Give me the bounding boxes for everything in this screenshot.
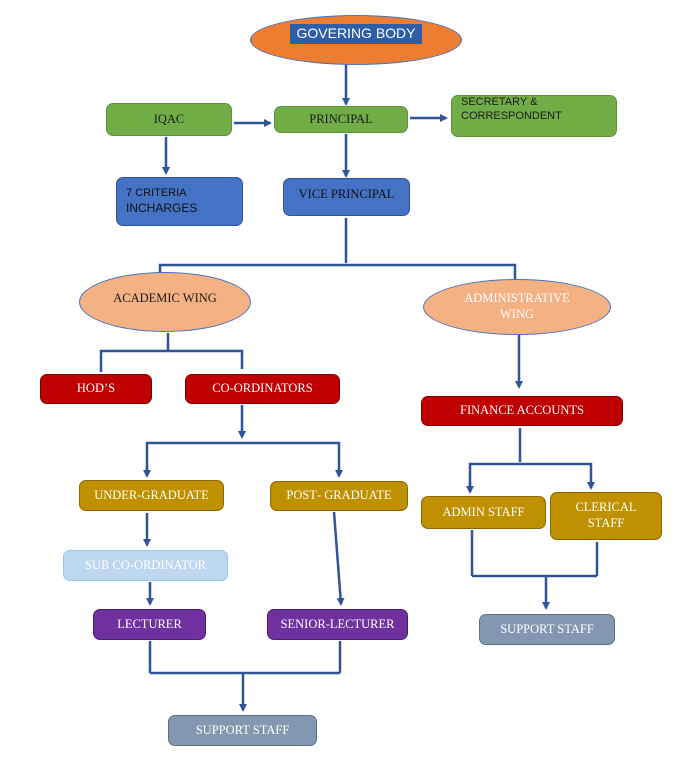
sub-coordinator-node: SUB CO-ORDINATOR: [63, 550, 228, 581]
post-graduate-label-part1: POST: [286, 488, 317, 503]
criteria-label-line1: 7 CRITERIA: [126, 187, 187, 200]
lecturer-label: LECTURER: [117, 616, 182, 631]
connector-academic-bar: [99, 349, 244, 372]
connector-staff-bar: [468, 462, 595, 492]
post-graduate-label-part2: - GRADUATE: [316, 488, 392, 503]
hods-node: HOD’S: [40, 374, 152, 404]
finance-accounts-node: FINANCE ACCOUNTS: [421, 396, 623, 426]
sub-coordinator-label: SUB CO-ORDINATOR: [85, 557, 206, 572]
clerical-staff-label-line2: STAFF: [587, 516, 625, 530]
clerical-staff-node: CLERICAL STAFF: [550, 492, 662, 540]
support-staff-admin-label: SUPPORT STAFF: [500, 621, 594, 636]
post-graduate-node: POST- GRADUATE: [270, 481, 408, 511]
admin-staff-label: ADMIN STAFF: [442, 504, 525, 519]
iqac-node: IQAC: [106, 103, 232, 136]
vice-principal-node: VICE PRINCIPAL: [283, 178, 410, 216]
lecturer-node: LECTURER: [93, 609, 206, 640]
coordinators-label: CO-ORDINATORS: [212, 381, 313, 396]
criteria-label-line2: INCHARGES: [126, 200, 198, 215]
administrative-wing-node: ADMINISTRATIVE WING: [423, 279, 611, 335]
governing-body-label: GOVERING BODY: [290, 24, 422, 44]
secretary-label-line2: CORRESPONDENT: [461, 109, 562, 122]
under-graduate-label: UNDER-GRADUATE: [94, 487, 209, 502]
academic-wing-label: ACADEMIC WING: [113, 291, 217, 305]
senior-lecturer-node: SENIOR-LECTURER: [267, 609, 408, 640]
governing-body-node: GOVERING BODY: [250, 15, 462, 65]
hods-label: HOD’S: [76, 381, 116, 396]
principal-label: PRINCIPAL: [309, 111, 373, 126]
finance-accounts-label: FINANCE ACCOUNTS: [460, 403, 584, 418]
criteria-incharges-node: 7 CRITERIA INCHARGES: [116, 177, 243, 226]
principal-node: PRINCIPAL: [274, 106, 408, 133]
connector-ug-pg-bar: [145, 441, 343, 478]
administrative-wing-label-line2: WING: [499, 307, 534, 321]
support-staff-academic-node: SUPPORT STAFF: [168, 715, 317, 746]
clerical-staff-label-line1: CLERICAL: [575, 500, 637, 515]
support-staff-academic-label: SUPPORT STAFF: [195, 722, 290, 737]
administrative-wing-label-line1: ADMINISTRATIVE: [464, 291, 570, 306]
coordinators-node: CO-ORDINATORS: [185, 374, 340, 404]
senior-lecturer-label: SENIOR-LECTURER: [280, 616, 395, 631]
under-graduate-node: UNDER-GRADUATE: [79, 480, 224, 511]
secretary-node: SECRETARY & CORRESPONDENT: [451, 95, 617, 137]
iqac-label: IQAC: [153, 111, 185, 126]
academic-wing-node: ACADEMIC WING: [79, 272, 251, 332]
secretary-label-line1: SECRETARY &: [461, 96, 538, 108]
connector-pg-senior: [332, 511, 345, 606]
vice-principal-label: VICE PRINCIPAL: [298, 187, 395, 201]
admin-staff-node: ADMIN STAFF: [421, 496, 546, 529]
support-staff-admin-node: SUPPORT STAFF: [479, 614, 615, 645]
